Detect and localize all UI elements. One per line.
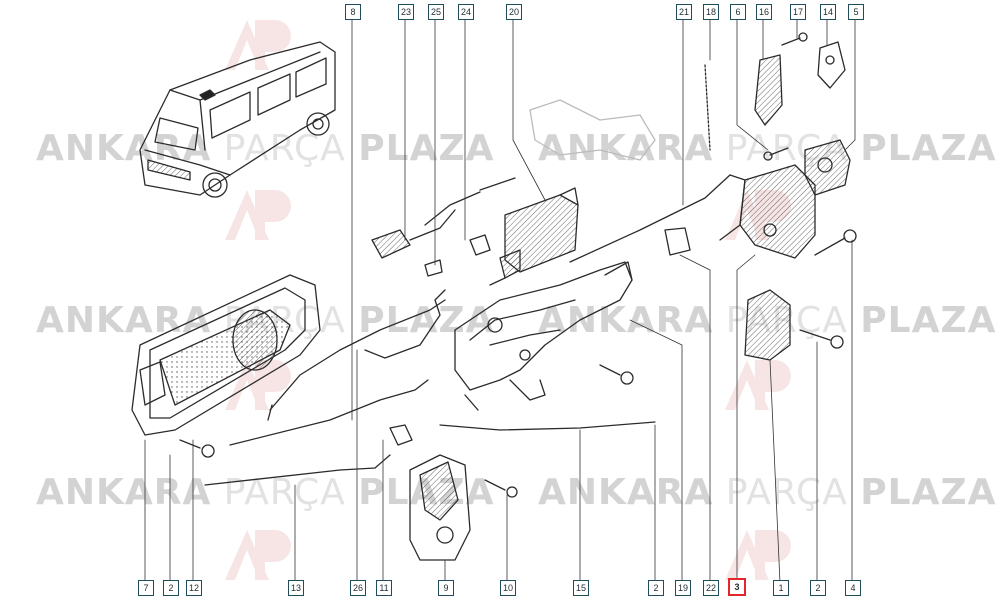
callout-12[interactable]: 12 [186, 580, 202, 596]
rear-lock-body [719, 164, 816, 259]
exterior-handle [131, 274, 321, 436]
callout-23[interactable]: 23 [398, 4, 414, 20]
leader-lines [144, 17, 856, 584]
callout-17[interactable]: 17 [790, 4, 806, 20]
callout-8[interactable]: 8 [345, 4, 361, 20]
watermark-row-3b: ANKARA PARÇA PLAZA [538, 472, 997, 513]
callout-25[interactable]: 25 [428, 4, 444, 20]
screws [179, 32, 857, 498]
callout-4[interactable]: 4 [845, 580, 861, 596]
callout-14[interactable]: 14 [820, 4, 836, 20]
watermark-logo-mark [225, 20, 791, 580]
interior-handle [389, 424, 471, 561]
striker-bracket [664, 227, 791, 361]
callout-2b[interactable]: 2 [648, 580, 664, 596]
watermark-row-1: ANKARA PARÇA PLAZA [36, 128, 495, 169]
callout-24[interactable]: 24 [458, 4, 474, 20]
callout-18[interactable]: 18 [703, 4, 719, 20]
callout-11[interactable]: 11 [376, 580, 392, 596]
upper-small-parts [371, 209, 521, 286]
actuator-outline [529, 99, 656, 161]
callout-19[interactable]: 19 [675, 580, 691, 596]
callout-22[interactable]: 22 [703, 580, 719, 596]
callout-5[interactable]: 5 [848, 4, 864, 20]
callout-2c[interactable]: 2 [810, 580, 826, 596]
callout-16[interactable]: 16 [756, 4, 772, 20]
callout-21[interactable]: 21 [676, 4, 692, 20]
upper-brackets [704, 41, 851, 196]
callout-7[interactable]: 7 [138, 580, 154, 596]
callout-10[interactable]: 10 [500, 580, 516, 596]
callout-1[interactable]: 1 [773, 580, 789, 596]
van-illustration [139, 41, 336, 198]
linkage-rods [204, 174, 731, 486]
door-lock-mechanism [454, 187, 633, 411]
callout-26[interactable]: 26 [350, 580, 366, 596]
callout-6[interactable]: 6 [730, 4, 746, 20]
watermark-row-2b: ANKARA PARÇA PLAZA [538, 300, 997, 341]
callout-3-selected[interactable]: 3 [728, 578, 746, 596]
watermark-row-3: ANKARA PARÇA PLAZA [36, 472, 493, 513]
callout-15[interactable]: 15 [573, 580, 589, 596]
callout-2[interactable]: 2 [163, 580, 179, 596]
callout-9[interactable]: 9 [438, 580, 454, 596]
callout-13[interactable]: 13 [288, 580, 304, 596]
callout-20[interactable]: 20 [506, 4, 522, 20]
